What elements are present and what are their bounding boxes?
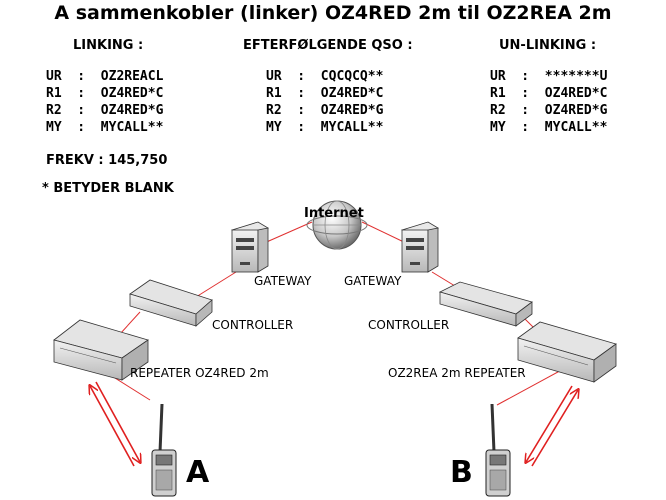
handheld-radio-a-icon [151, 403, 177, 497]
repeater-left-label: REPEATER OZ4RED 2m [130, 366, 269, 380]
linking-r1: R1 : OZ4RED*C [46, 86, 164, 101]
linking-r2: R2 : OZ4RED*G [46, 103, 164, 118]
repeater-right-icon [517, 321, 617, 383]
unlinking-config: UR : *******U R1 : OZ4RED*C R2 : OZ4RED*… [490, 68, 607, 136]
gateway-left-label: GATEWAY [254, 274, 312, 288]
controller-right-icon [438, 281, 533, 327]
linking-my: MY : MYCALL** [46, 120, 164, 135]
controller-left-icon [129, 279, 213, 327]
gateway-server-left-icon [231, 221, 269, 273]
blank-note: * BETYDER BLANK [42, 181, 174, 196]
gateway-server-right-icon [401, 221, 439, 273]
globe-icon [306, 200, 368, 250]
unlinking-r1: R1 : OZ4RED*C [490, 86, 608, 101]
qso-r2: R2 : OZ4RED*G [266, 103, 384, 118]
qso-heading: EFTERFØLGENDE QSO : [243, 38, 413, 53]
handheld-radio-b-icon [485, 403, 511, 497]
unlinking-heading: UN-LINKING : [499, 38, 597, 53]
controller-right-label: CONTROLLER [368, 318, 450, 332]
repeater-left-icon [53, 319, 149, 381]
station-b-label: B [450, 455, 473, 490]
unlinking-ur: UR : *******U [490, 69, 608, 84]
qso-ur: UR : CQCQCQ** [266, 69, 384, 84]
gateway-right-label: GATEWAY [344, 274, 402, 288]
station-a-label: A [186, 455, 210, 490]
internet-label: Internet [304, 206, 364, 221]
qso-r1: R1 : OZ4RED*C [266, 86, 384, 101]
linking-heading: LINKING : [73, 38, 144, 53]
qso-my: MY : MYCALL** [266, 120, 384, 135]
qso-config: UR : CQCQCQ** R1 : OZ4RED*C R2 : OZ4RED*… [266, 68, 383, 136]
unlinking-r2: R2 : OZ4RED*G [490, 103, 608, 118]
repeater-right-label: OZ2REA 2m REPEATER [388, 366, 526, 380]
linking-config: UR : OZ2REACL R1 : OZ4RED*C R2 : OZ4RED*… [46, 68, 163, 136]
page-title: A sammenkobler (linker) OZ4RED 2m til OZ… [54, 2, 612, 24]
controller-left-label: CONTROLLER [212, 318, 294, 332]
frequency-label: FREKV : 145,750 [46, 153, 168, 168]
linking-ur: UR : OZ2REACL [46, 69, 164, 84]
radio-link-arrows [90, 381, 578, 467]
unlinking-my: MY : MYCALL** [490, 120, 608, 135]
